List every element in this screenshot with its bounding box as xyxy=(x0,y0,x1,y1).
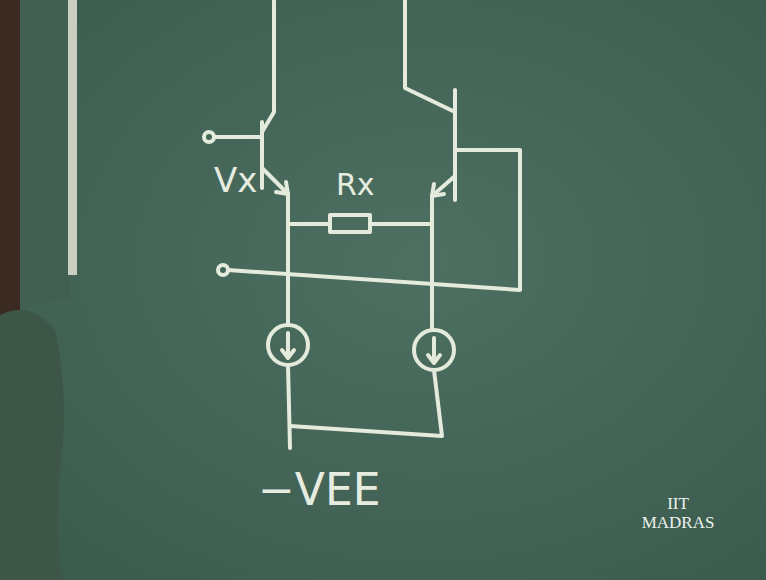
voltage-label: Vx xyxy=(214,162,257,199)
watermark: IIT MADRAS xyxy=(632,495,724,532)
resistor-label: Rx xyxy=(336,168,375,201)
board-rail xyxy=(68,0,77,275)
board-edge xyxy=(20,0,70,300)
supply-label: −VEE xyxy=(258,466,381,514)
lecturer-arm xyxy=(0,310,64,580)
transistor-pair xyxy=(204,0,520,448)
